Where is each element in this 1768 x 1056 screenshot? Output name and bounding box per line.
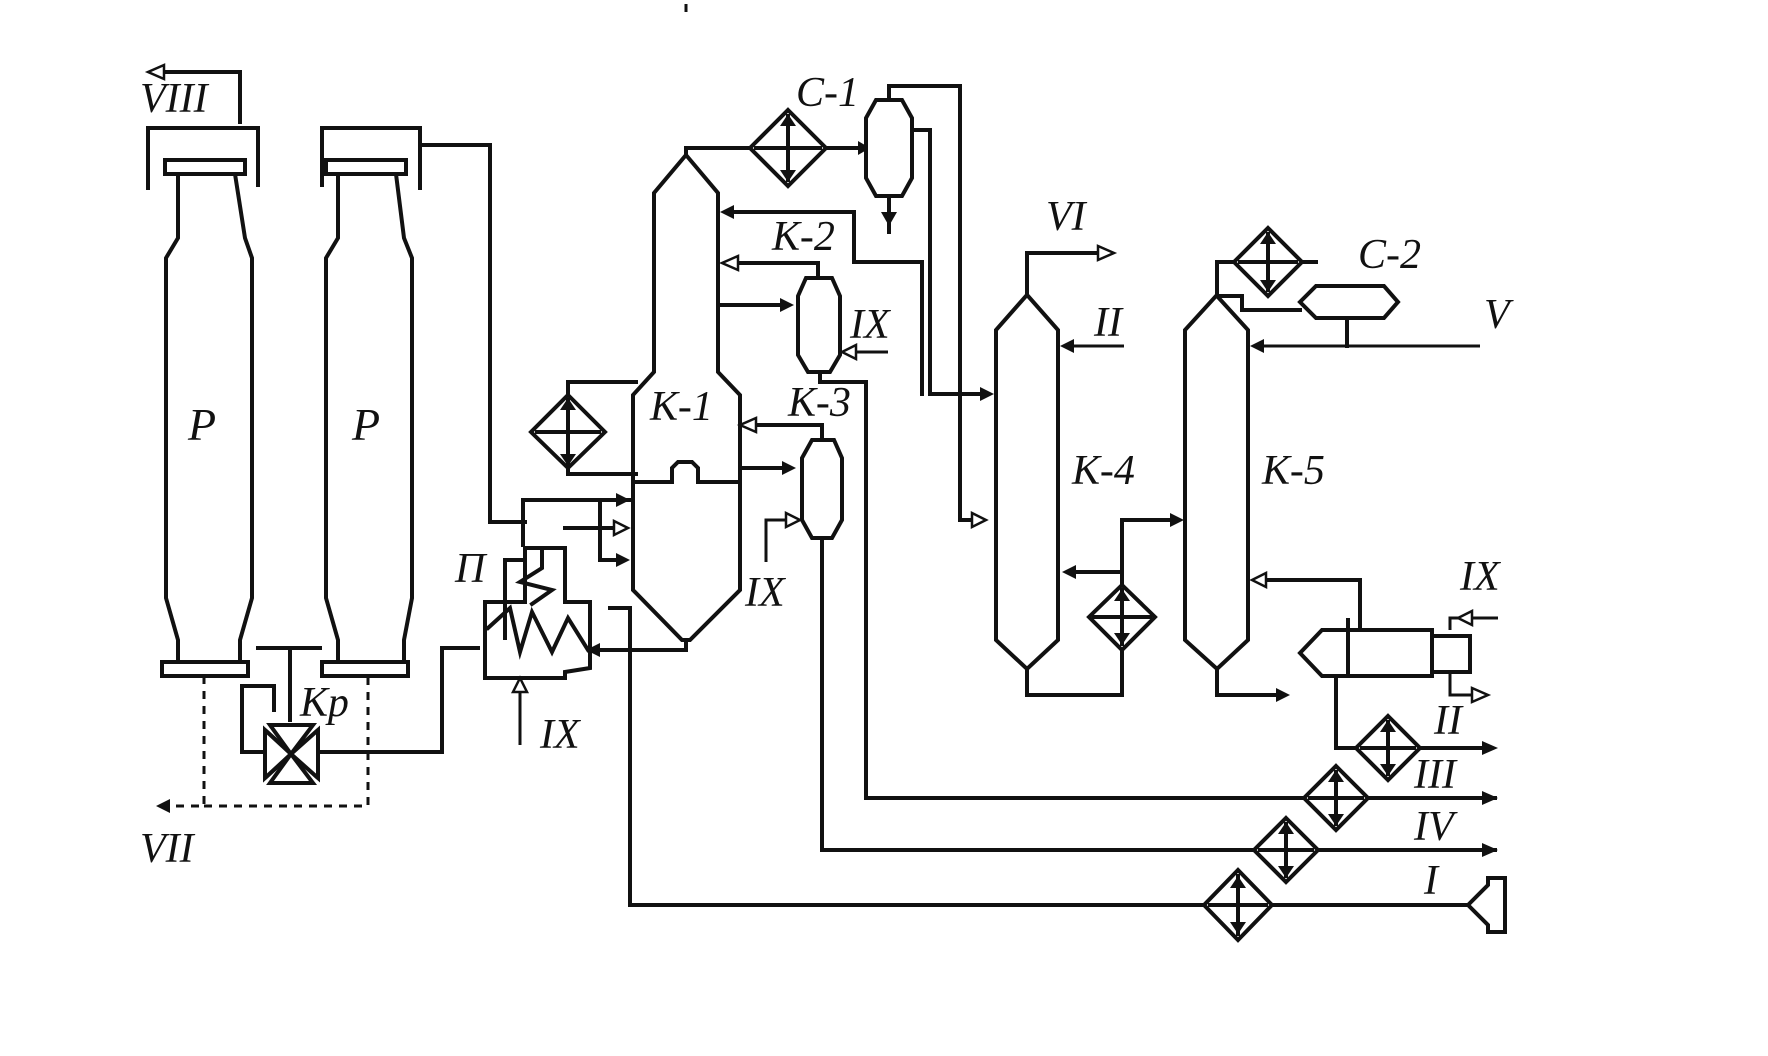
iii-output-label: III [1413,752,1458,798]
reactor-left-label: P [187,399,216,450]
i-feed-label: I [1423,858,1440,904]
switch-valve-label: Кр [299,680,349,726]
k5-reboiler [1297,608,1498,750]
c1-label: С-1 [796,70,859,116]
vii-arrow [156,799,170,813]
vi-label: VI [1046,194,1088,240]
column-k5 [1183,260,1480,702]
reactor-left [160,158,254,678]
ii-output-label: II [1433,698,1464,744]
k4-reboiler-icon [1086,582,1158,653]
k5-label: К-5 [1261,448,1325,494]
vii-label: VII [140,826,196,872]
k2-steam-label: IX [849,302,892,348]
k5-condenser-icon [1231,225,1305,299]
k3-label: К-3 [787,380,851,426]
v-label: V [1484,292,1514,338]
k2-label: К-2 [771,214,835,260]
product-ii-cooler-icon [1353,713,1498,783]
feed-pump-icon [1465,876,1507,934]
furnace-steam-line [510,675,530,745]
furnace-label: П [454,546,488,592]
k5-steam-label: IX [1459,554,1502,600]
viii-arrow [144,63,166,81]
reactor-right [320,158,414,678]
reactor-right-label: P [351,399,380,450]
iv-output-label: IV [1413,804,1458,850]
k1-bottom-lines [563,493,1212,907]
switch-valve-icon [263,723,320,785]
k4-ii-label: II [1093,300,1124,346]
furnace-steam-label: IX [539,712,582,758]
feed-i-heater-icon [1201,867,1470,943]
c1-reflux-line [720,205,924,396]
product-iv-cooler-icon [1251,815,1498,885]
k4-side-inlet-arrow [970,510,989,530]
k1-heat-exchanger-icon [528,380,638,476]
separator-c1 [864,84,994,522]
separator-c2 [1297,284,1401,320]
k4-label: К-4 [1071,448,1135,494]
c2-label: С-2 [1358,232,1421,278]
reactor-top-piping [146,70,527,524]
column-k4 [994,244,1184,697]
stripper-k2 [716,254,1497,800]
c1-condenser-icon [747,107,829,189]
k3-steam-label: IX [744,570,787,616]
k1-label: К-1 [649,384,713,430]
product-iii-cooler-icon [1301,763,1498,833]
reactor-bottom-piping [168,646,480,808]
column-k1 [631,151,742,642]
viii-label: VIII [140,76,210,122]
